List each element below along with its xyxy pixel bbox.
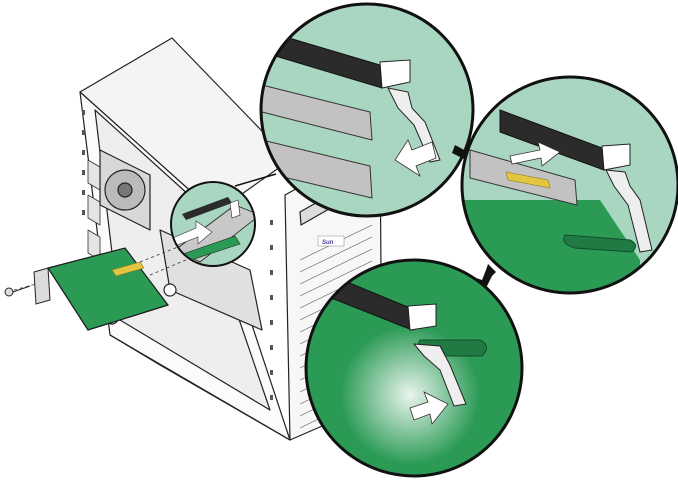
step2-card-notch	[563, 234, 636, 253]
callout-leader-line	[234, 173, 277, 187]
pci-card-bracket	[33, 267, 51, 305]
step2-latch-lever	[605, 169, 653, 253]
zoom-retention-latch	[229, 199, 241, 219]
step2-gold-contacts	[505, 171, 551, 189]
step2-white-arrow	[509, 141, 561, 167]
zoom-pci-slot	[182, 197, 232, 220]
step1-white-arrow	[394, 139, 437, 178]
chassis-fan	[99, 149, 151, 231]
chassis-bottom-rail	[109, 334, 291, 441]
bracket-screw	[4, 285, 31, 297]
pci-card-gold-contacts	[111, 261, 145, 277]
step3-white-arrow	[409, 391, 449, 425]
step3-latch-cap	[407, 303, 437, 331]
callout-step2	[460, 75, 678, 295]
callout-step1	[259, 2, 475, 218]
rail-perforations	[82, 110, 273, 400]
logo-text: Sun	[322, 240, 334, 246]
zoom-detail-circle	[170, 181, 256, 267]
server-chassis: Sun	[79, 37, 383, 441]
step1-latch-cap	[379, 59, 411, 89]
mount-hole	[163, 283, 177, 297]
step3-latch-lever	[412, 343, 467, 407]
step2-latch-cap	[601, 143, 631, 171]
sun-logo: Sun	[317, 235, 345, 247]
step1-latch-lever	[387, 87, 441, 163]
pci-card	[33, 247, 169, 331]
callout-step3	[304, 258, 524, 478]
